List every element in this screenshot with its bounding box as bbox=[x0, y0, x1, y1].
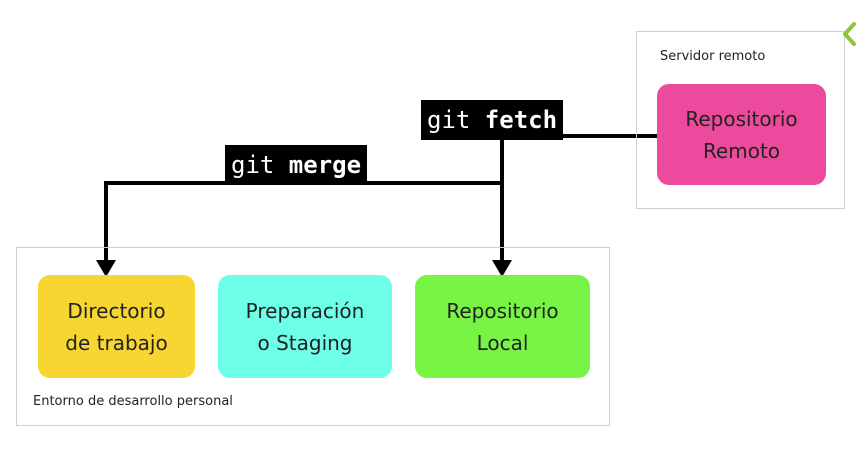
staging-area-line1: Preparación bbox=[245, 298, 365, 323]
working-directory-line1: Directorio bbox=[67, 298, 166, 323]
git-fetch-keyword: fetch bbox=[484, 106, 558, 134]
staging-area-line2: o Staging bbox=[257, 330, 353, 355]
git-merge-label: git merge bbox=[225, 145, 368, 185]
remote-repository-line1: Repositorio bbox=[685, 106, 798, 131]
git-fetch-prefix: git bbox=[427, 106, 485, 134]
remote-server-frame bbox=[636, 31, 845, 209]
staging-area-box: Preparación o Staging bbox=[218, 275, 392, 378]
working-directory-box: Directorio de trabajo bbox=[38, 275, 195, 378]
remote-repository-line2: Remoto bbox=[702, 138, 781, 163]
git-merge-keyword: merge bbox=[288, 151, 362, 179]
local-environment-label: Entorno de desarrollo personal bbox=[33, 394, 233, 409]
git-merge-prefix: git bbox=[231, 151, 289, 179]
chevron-left-icon[interactable] bbox=[842, 22, 856, 46]
local-repository-line1: Repositorio bbox=[446, 298, 559, 323]
remote-server-label: Servidor remoto bbox=[660, 49, 766, 64]
local-repository-box: Repositorio Local bbox=[415, 275, 590, 378]
remote-repository-box: Repositorio Remoto bbox=[657, 84, 826, 185]
local-environment-frame bbox=[16, 247, 610, 426]
working-directory-line2: de trabajo bbox=[65, 330, 168, 355]
local-repository-line2: Local bbox=[476, 330, 529, 355]
git-fetch-label: git fetch bbox=[421, 100, 564, 140]
